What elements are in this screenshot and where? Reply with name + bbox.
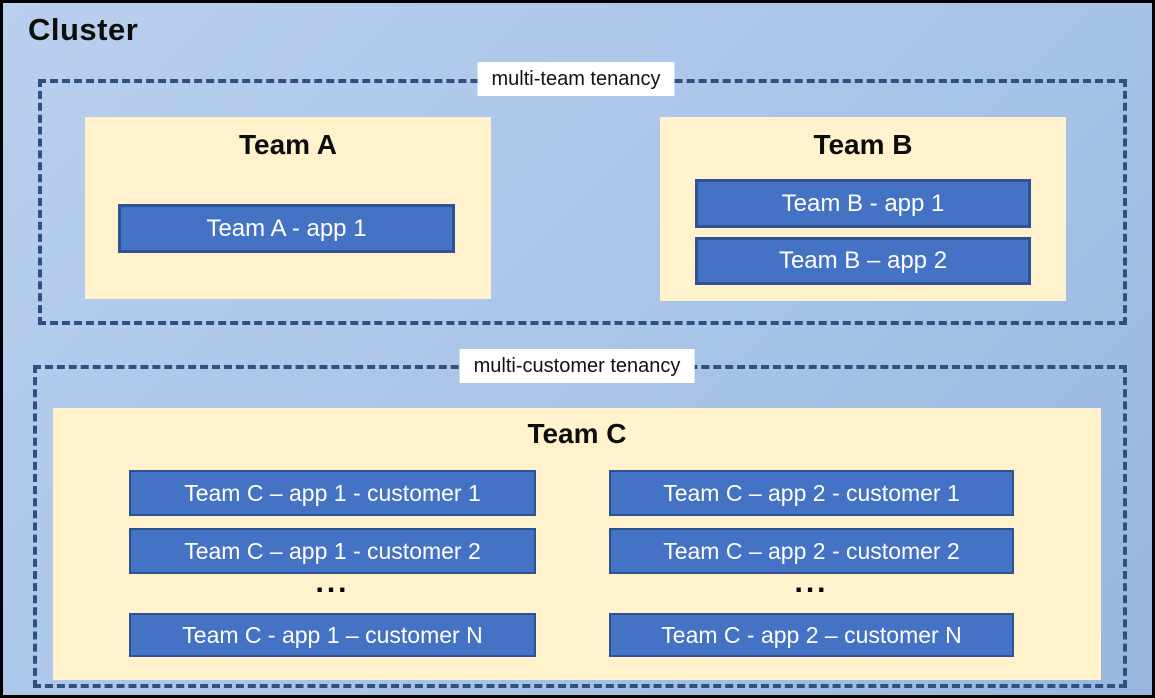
team-c-app1-ellipsis: ...: [315, 566, 350, 599]
team-c-app1-customer-2-box: Team C – app 1 - customer 2: [129, 528, 536, 574]
team-c-app2-customer-n-box: Team C - app 2 – customer N: [609, 613, 1014, 657]
team-b-title: Team B: [813, 129, 913, 160]
team-a-app-1-box: Team A - app 1: [118, 204, 455, 253]
multi-customer-tenancy-label: multi-customer tenancy: [459, 349, 695, 383]
team-c-app2-customer-1-box: Team C – app 2 - customer 1: [609, 470, 1014, 516]
team-b-panel: Team B Team B - app 1 Team B – app 2: [660, 117, 1066, 301]
team-c-app1-customer-n-box: Team C - app 1 – customer N: [129, 613, 536, 657]
team-c-panel: Team C Team C – app 1 - customer 1 Team …: [53, 408, 1101, 680]
team-b-app-1-box: Team B - app 1: [695, 179, 1031, 228]
multi-team-tenancy-label: multi-team tenancy: [477, 62, 675, 96]
team-c-title: Team C: [527, 418, 627, 449]
team-c-app1-customer-1-box: Team C – app 1 - customer 1: [129, 470, 536, 516]
team-c-app2-customer-2-box: Team C – app 2 - customer 2: [609, 528, 1014, 574]
team-b-app-2-box: Team B – app 2: [695, 237, 1031, 285]
team-c-app2-ellipsis: ...: [794, 566, 829, 599]
cluster-title: Cluster: [28, 12, 139, 47]
team-a-title: Team A: [238, 129, 338, 160]
team-a-panel: Team A Team A - app 1: [85, 117, 491, 299]
